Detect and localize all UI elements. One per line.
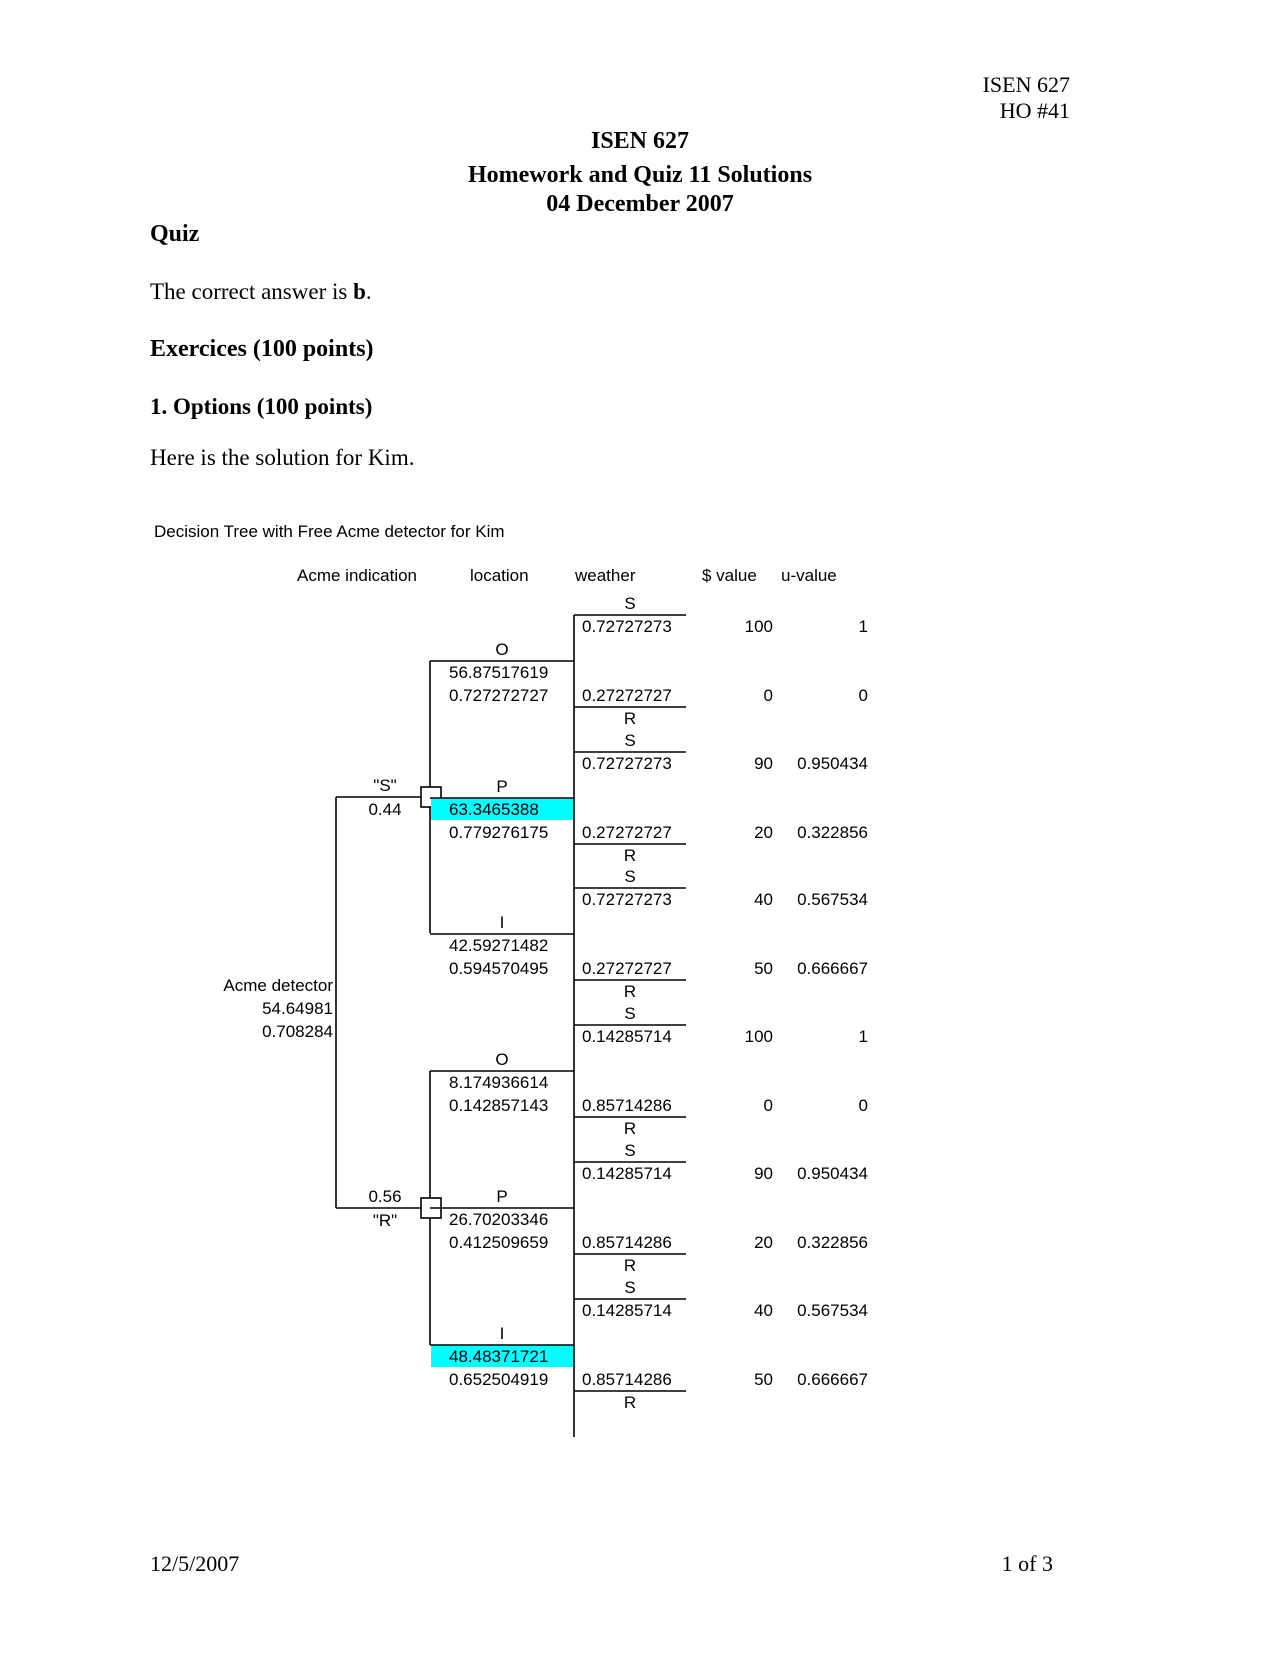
row-3-weather-R-label: R (624, 982, 636, 1001)
page-date: 04 December 2007 (546, 191, 734, 217)
row-4-location-label: O (495, 1050, 508, 1069)
row-5-weather-R-prob: 0.85714286 (582, 1233, 672, 1252)
quiz-answer-prefix: The correct answer is (150, 279, 354, 304)
row-4-weather-R-label: R (624, 1119, 636, 1138)
row-6-highlight (431, 1345, 574, 1367)
row-3-R-uvalue: 0.666667 (797, 959, 868, 978)
row-1-location-value: 56.87517619 (449, 663, 548, 682)
row-4-R-dollar: 0 (764, 1096, 773, 1115)
row-2-R-dollar: 20 (754, 823, 773, 842)
row-4-S-uvalue: 1 (859, 1027, 868, 1046)
row-4-R-uvalue: 0 (859, 1096, 868, 1115)
footer-page: 1 of 3 (1001, 1551, 1053, 1576)
row-3-R-dollar: 50 (754, 959, 773, 978)
course-code: ISEN 627 (982, 72, 1070, 97)
row-4-weather-R-prob: 0.85714286 (582, 1096, 672, 1115)
row-3-weather-R-prob: 0.27272727 (582, 959, 672, 978)
root-value: 54.64981 (262, 999, 333, 1018)
branch-R-label: "R" (373, 1211, 397, 1230)
row-6-location-uvalue: 0.652504919 (449, 1370, 548, 1389)
page-title: ISEN 627 (590, 128, 690, 154)
quiz-answer: The correct answer is b. (150, 279, 372, 305)
col-header-indication: Acme indication (297, 566, 417, 585)
row-2-weather-S-label: S (624, 731, 635, 750)
row-5-location-label: P (496, 1187, 507, 1206)
row-1-weather-R-prob: 0.27272727 (582, 686, 672, 705)
row-3-location-uvalue: 0.594570495 (449, 959, 548, 978)
row-6-weather-R-label: R (624, 1393, 636, 1412)
row-1-location-uvalue: 0.727272727 (449, 686, 548, 705)
row-5-location-uvalue: 0.412509659 (449, 1233, 548, 1252)
header-block: ISEN 627 HO #41 (983, 72, 1070, 124)
location-rows: O56.875176190.727272727S0.727272730.2727… (430, 594, 868, 1437)
row-6-weather-S-label: S (624, 1278, 635, 1297)
row-2-location-label: P (496, 777, 507, 796)
problem1-intro: Here is the solution for Kim. (150, 445, 415, 470)
quiz-answer-letter: b (353, 279, 366, 304)
row-2-S-uvalue: 0.950434 (797, 754, 868, 773)
row-1-weather-R-label: R (624, 709, 636, 728)
col-header-dollar: $ value (702, 566, 757, 585)
handout-number: HO #41 (999, 98, 1070, 123)
row-1-R-uvalue: 0 (859, 686, 868, 705)
row-4-weather-S-prob: 0.14285714 (582, 1027, 672, 1046)
row-5-S-uvalue: 0.950434 (797, 1164, 868, 1183)
col-header-uvalue: u-value (781, 566, 837, 585)
row-5-S-dollar: 90 (754, 1164, 773, 1183)
row-3-S-dollar: 40 (754, 890, 773, 909)
col-header-weather: weather (574, 566, 636, 585)
row-2-location-uvalue: 0.779276175 (449, 823, 548, 842)
row-2-highlight (431, 798, 574, 820)
row-2-weather-R-label: R (624, 846, 636, 865)
row-2-weather-S-prob: 0.72727273 (582, 754, 672, 773)
row-1-weather-S-prob: 0.72727273 (582, 617, 672, 636)
row-6-S-uvalue: 0.567534 (797, 1301, 868, 1320)
row-3-weather-S-label: S (624, 867, 635, 886)
row-6-location-label: I (500, 1324, 505, 1343)
problem1-heading: 1. Options (100 points) (150, 394, 373, 419)
row-6-S-dollar: 40 (754, 1301, 773, 1320)
root-uvalue: 0.708284 (262, 1022, 333, 1041)
root-label: Acme detector (223, 976, 333, 995)
row-4-location-uvalue: 0.142857143 (449, 1096, 548, 1115)
row-5-R-dollar: 20 (754, 1233, 773, 1252)
row-4-weather-S-label: S (624, 1004, 635, 1023)
row-1-S-dollar: 100 (745, 617, 773, 636)
quiz-heading: Quiz (150, 221, 200, 247)
row-5-weather-S-label: S (624, 1141, 635, 1160)
row-5-R-uvalue: 0.322856 (797, 1233, 868, 1252)
col-header-location: location (470, 566, 529, 585)
row-1-R-dollar: 0 (764, 686, 773, 705)
tree-title: Decision Tree with Free Acme detector fo… (154, 522, 505, 541)
branch-S-label: "S" (373, 776, 396, 795)
branch-R-prob: 0.56 (368, 1187, 401, 1206)
row-2-location-value: 63.3465388 (449, 800, 539, 819)
row-6-R-dollar: 50 (754, 1370, 773, 1389)
row-6-R-uvalue: 0.666667 (797, 1370, 868, 1389)
row-1-S-uvalue: 1 (859, 617, 868, 636)
row-5-location-value: 26.70203346 (449, 1210, 548, 1229)
row-3-location-label: I (500, 913, 505, 932)
row-4-location-value: 8.174936614 (449, 1073, 548, 1092)
row-1-weather-S-label: S (624, 594, 635, 613)
row-5-weather-S-prob: 0.14285714 (582, 1164, 672, 1183)
row-5-weather-R-label: R (624, 1256, 636, 1275)
row-6-location-value: 48.48371721 (449, 1347, 548, 1366)
quiz-answer-suffix: . (365, 279, 372, 304)
row-2-weather-R-prob: 0.27272727 (582, 823, 672, 842)
row-1-location-label: O (495, 640, 508, 659)
row-2-S-dollar: 90 (754, 754, 773, 773)
row-2-R-uvalue: 0.322856 (797, 823, 868, 842)
row-3-weather-S-prob: 0.72727273 (582, 890, 672, 909)
row-3-S-uvalue: 0.567534 (797, 890, 868, 909)
row-6-weather-S-prob: 0.14285714 (582, 1301, 672, 1320)
row-6-weather-R-prob: 0.85714286 (582, 1370, 672, 1389)
page-subtitle: Homework and Quiz 11 Solutions (467, 162, 813, 188)
branch-S-prob: 0.44 (368, 800, 401, 819)
exercises-heading: Exercices (100 points) (150, 336, 374, 362)
footer-date: 12/5/2007 (150, 1551, 240, 1576)
row-3-location-value: 42.59271482 (449, 936, 548, 955)
row-4-S-dollar: 100 (745, 1027, 773, 1046)
